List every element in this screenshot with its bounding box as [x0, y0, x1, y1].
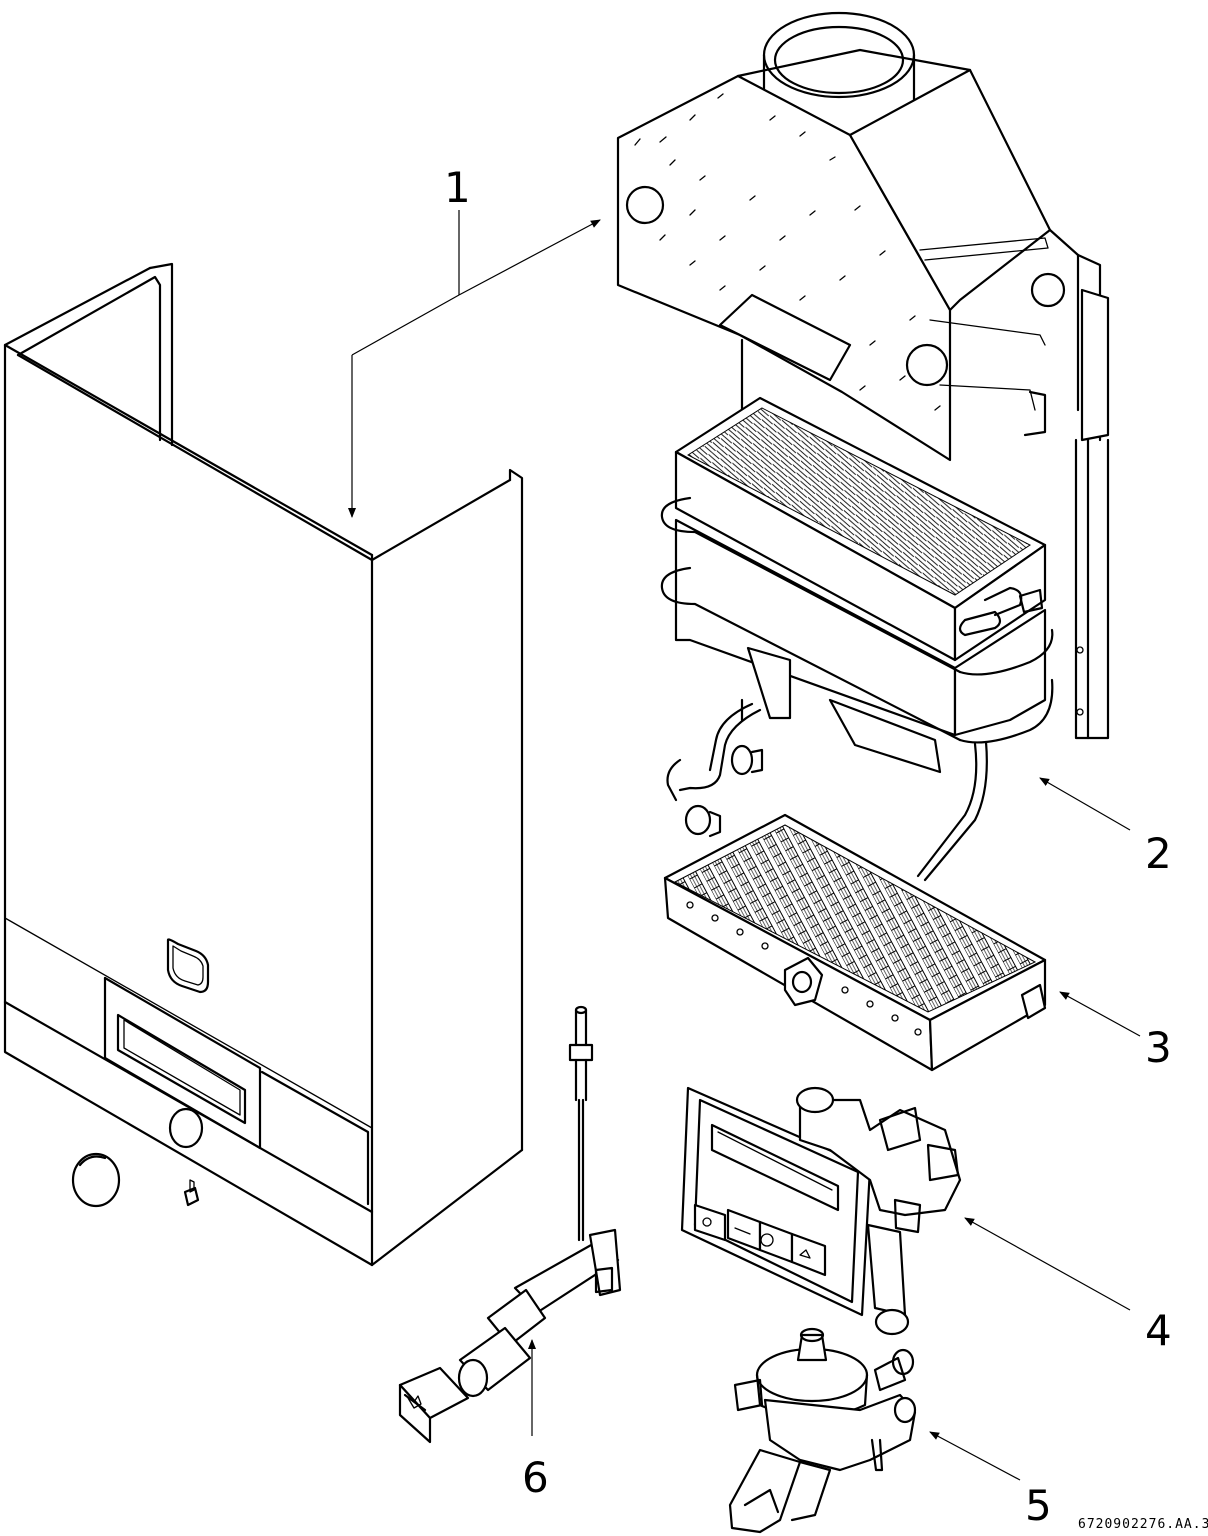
callout-4: 4 [1145, 1306, 1172, 1355]
pilot-assembly [398, 1005, 622, 1444]
callout-6: 6 [522, 1453, 549, 1502]
burner-rail-holes [686, 901, 922, 1036]
flue-hood [616, 11, 1110, 740]
hood-slots [634, 93, 941, 411]
gas-valve [680, 1086, 1131, 1336]
leader-1 [348, 210, 601, 518]
callout-5: 5 [1025, 1481, 1052, 1530]
document-id: 6720902276.AA.3 [1078, 1517, 1208, 1532]
callout-2: 2 [1145, 829, 1172, 878]
burner [663, 813, 1141, 1072]
front-casing [3, 262, 524, 1267]
heat-exchanger [660, 396, 1131, 882]
callout-1: 1 [444, 163, 471, 212]
water-valve [728, 1327, 1021, 1534]
callout-3: 3 [1145, 1023, 1172, 1072]
